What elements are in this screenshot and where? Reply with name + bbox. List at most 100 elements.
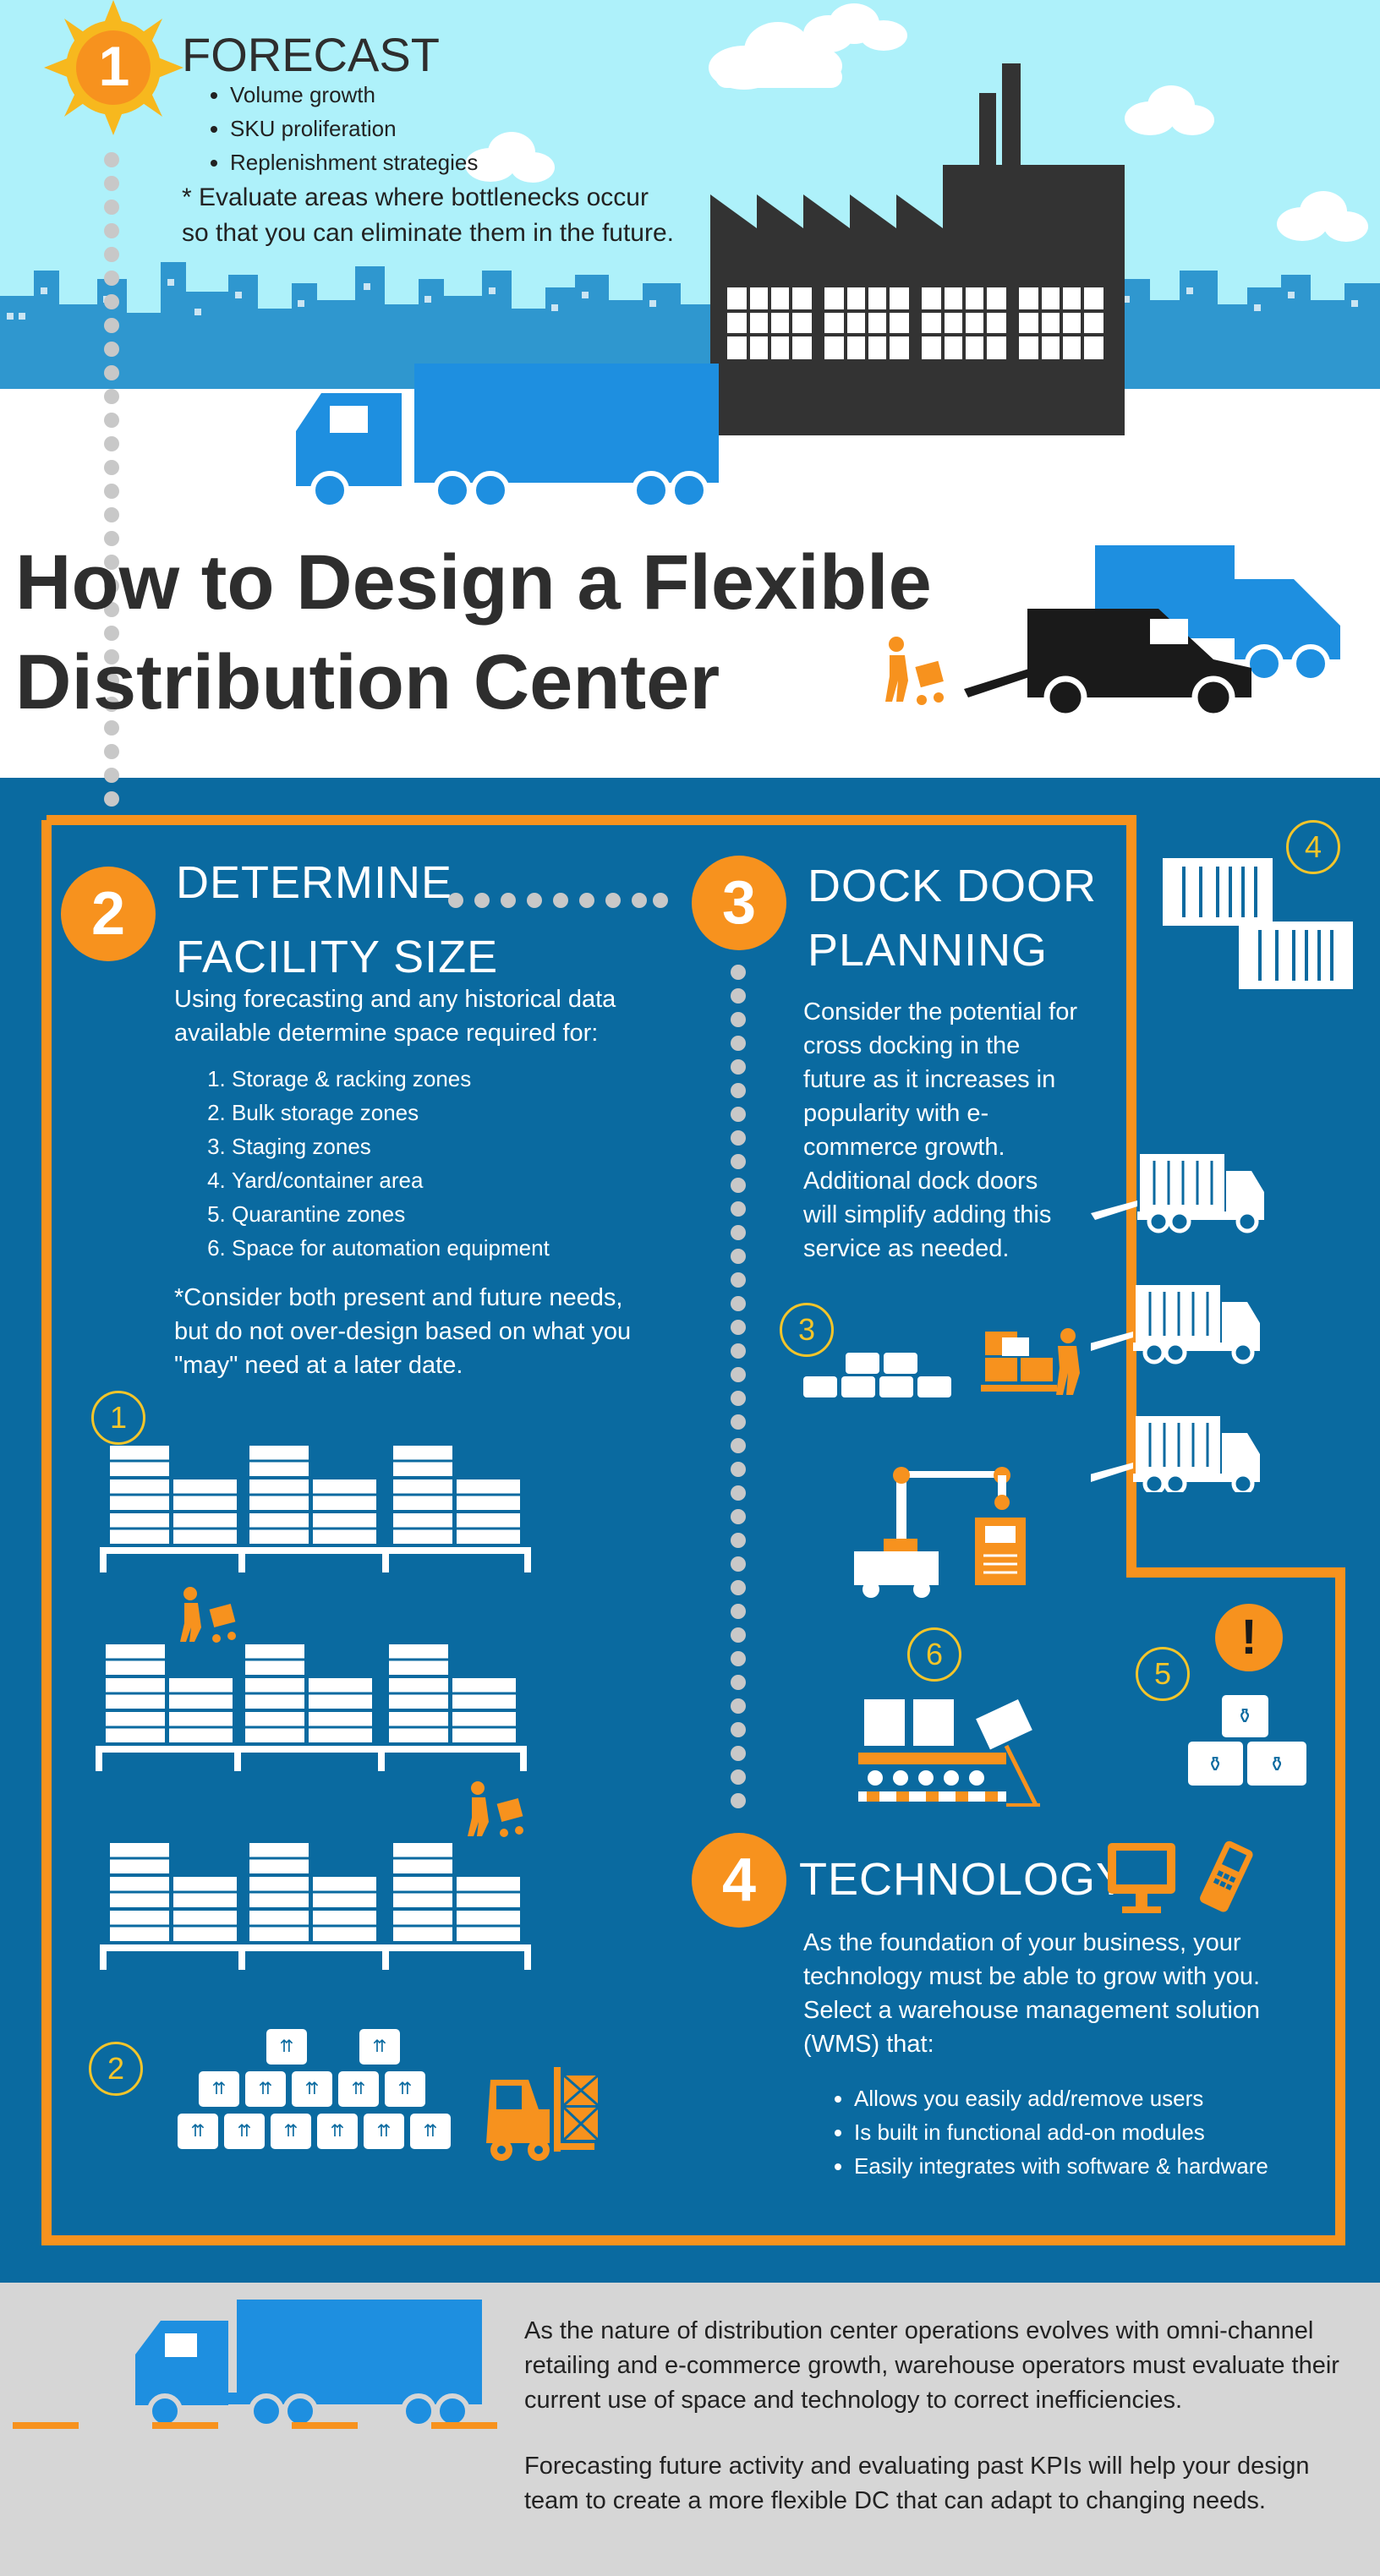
zone-marker-4: 4 [1286,820,1340,874]
zone-marker-2: 2 [89,2042,143,2096]
zone-marker-6: 6 [907,1627,961,1682]
step2-note-line: but do not over-design based on what you [174,1318,632,1345]
step3-body-line: cross docking in the [803,1032,1021,1059]
step2-zone-item: Staging zones [232,1129,550,1163]
step3-title-line: DOCK DOOR [808,861,1098,911]
svg-text:⚱: ⚱ [1236,1704,1253,1728]
step1-number: 1 [98,35,130,97]
step3-badge [692,856,786,950]
step2-note-line: "may" need at a later date. [174,1352,463,1379]
svg-text:⇈: ⇈ [212,2078,227,2098]
page-title: How to Design a Flexible Distribution Ce… [15,533,932,732]
conveyor-icon [858,1699,1040,1807]
footer-paragraph-2: Forecasting future activity and evaluati… [524,2449,1310,2519]
step2-zone-item: Space for automation equipment [232,1231,550,1265]
step1-bullet-list: Volume growth SKU proliferation Replenis… [186,78,478,179]
step1-bullet: Volume growth [230,78,478,112]
step4-body-line: As the foundation of your business, your [803,1929,1241,1956]
step2-note: *Consider both present and future needs,… [174,1281,631,1382]
step3-body-line: future as it increases in [803,1066,1056,1093]
svg-text:⇈: ⇈ [238,2120,252,2141]
step1-note-line: * Evaluate areas where bottlenecks occur [182,183,649,211]
dotted-path-horizontal [448,893,668,908]
step1-note-line: so that you can eliminate them in the fu… [182,219,674,247]
svg-text:⇈: ⇈ [280,2036,294,2056]
svg-text:⇈: ⇈ [352,2078,366,2098]
automation-robot-icon [854,1467,1026,1598]
zone-marker-5: 5 [1136,1647,1190,1701]
step3-title-line: PLANNING [808,925,1049,976]
step4-bullet: Is built in functional add-on modules [854,2115,1268,2149]
step2-zone-item: Storage & racking zones [232,1062,550,1096]
racking-storage-icon [94,1446,533,1972]
step1-bullet: SKU proliferation [230,112,478,145]
step3-number: 3 [721,869,757,937]
svg-text:⇈: ⇈ [373,2036,387,2056]
zone-marker-3: 3 [780,1303,834,1357]
step4-bullet: Easily integrates with software & hardwa… [854,2149,1268,2183]
step2-zone-item: Bulk storage zones [232,1096,550,1129]
orange-frame [41,815,1345,2245]
bulk-storage-icon: ⇈⇈ ⇈⇈⇈⇈⇈ ⇈⇈⇈⇈⇈⇈ [178,2029,600,2161]
svg-text:⇈: ⇈ [398,2078,413,2098]
footer-semi-truck-icon [13,2300,497,2429]
shipping-containers-icon [1163,858,1353,989]
step2-title: DETERMINE FACILITY SIZE [176,845,498,994]
page-title-line: Distribution Center [15,639,720,725]
step1-title: FORECAST [182,28,440,81]
step2-intro-line: available determine space required for: [174,1020,599,1047]
step2-intro-line: Using forecasting and any historical dat… [174,986,616,1013]
step2-zone-item: Yard/container area [232,1163,550,1197]
svg-text:⇈: ⇈ [191,2120,205,2141]
step3-body-line: will simplify adding this [803,1201,1052,1228]
footer-line: Forecasting future activity and evaluati… [524,2453,1310,2480]
step3-body-line: popularity with e- [803,1100,989,1127]
step2-zone-list: Storage & racking zones Bulk storage zon… [181,1062,550,1265]
footer-paragraph-1: As the nature of distribution center ope… [524,2314,1339,2418]
svg-text:⇈: ⇈ [305,2078,320,2098]
step2-number: 2 [90,880,126,948]
svg-text:⇈: ⇈ [424,2120,438,2141]
step3-body-line: service as needed. [803,1235,1010,1262]
step4-body-line: (WMS) that: [803,2031,934,2058]
step2-intro: Using forecasting and any historical dat… [174,982,616,1050]
step2-title-line: FACILITY SIZE [176,932,499,982]
step3-body-line: commerce growth. [803,1134,1005,1161]
factory-icon [710,63,1125,435]
step3-body-line: Additional dock doors [803,1168,1038,1195]
warning-icon: ! [1215,1604,1283,1671]
svg-text:⇈: ⇈ [284,2120,298,2141]
footer-line: team to create a more flexible DC that c… [524,2487,1266,2514]
step2-note-line: *Consider both present and future needs, [174,1284,623,1311]
step1-sun-badge [44,0,183,135]
step4-body-line: Select a warehouse management solution [803,1997,1261,2024]
step4-number: 4 [721,1846,757,1914]
step4-body: As the foundation of your business, your… [803,1926,1260,2061]
dotted-path-vertical-2 [731,965,746,1808]
zone-marker-1: 1 [91,1391,145,1445]
footer-band [0,2283,1380,2576]
svg-text:⇈: ⇈ [377,2120,392,2141]
step3-body-line: Consider the potential for [803,998,1078,1025]
staging-zone-icon [803,1328,1080,1397]
step4-title: TECHNOLOGY [799,1854,1128,1905]
step3-title: DOCK DOOR PLANNING [808,854,1097,982]
step2-zone-item: Quarantine zones [232,1197,550,1231]
dock-trucks-icon [1091,1154,1277,1492]
step4-bullet: Allows you easily add/remove users [854,2081,1268,2115]
footer-line: current use of space and technology to c… [524,2387,1183,2414]
quarantine-boxes-icon: ⚱⚱⚱ [1188,1695,1306,1786]
semi-truck-icon [296,364,719,510]
delivery-vans-icon [885,545,1340,719]
footer-line: As the nature of distribution center ope… [524,2317,1314,2344]
page-title-line: How to Design a Flexible [15,539,932,626]
svg-text:⇈: ⇈ [259,2078,273,2098]
step1-bullet: Replenishment strategies [230,145,478,179]
step2-title-line: DETERMINE [176,857,453,908]
svg-text:⚱: ⚱ [1268,1753,1285,1776]
step4-badge [692,1833,786,1928]
computer-monitor-icon [1108,1840,1253,1913]
step4-bullet-list: Allows you easily add/remove users Is bu… [803,2081,1268,2183]
step4-body-line: technology must be able to grow with you… [803,1963,1261,1990]
step1-note: * Evaluate areas where bottlenecks occur… [182,180,674,251]
